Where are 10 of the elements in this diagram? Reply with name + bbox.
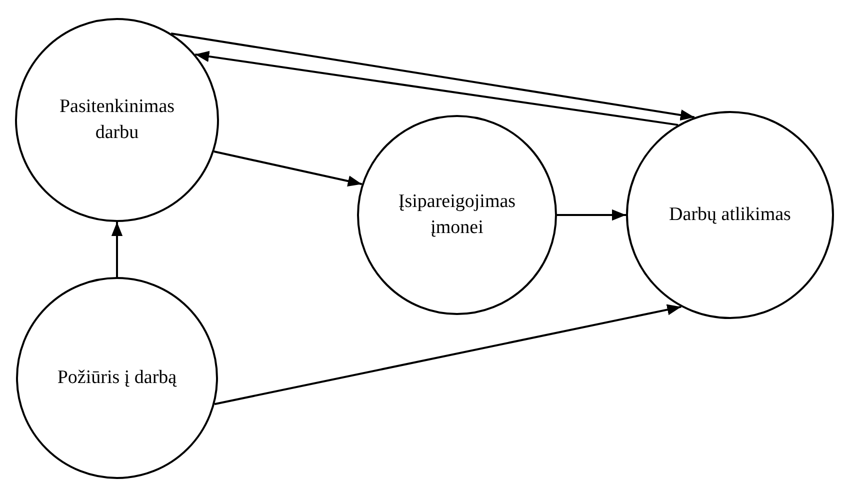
node-label: Pasitenkinimas darbu: [58, 95, 176, 145]
arrow: [214, 304, 682, 406]
arrow: [195, 50, 678, 126]
arrow: [170, 32, 695, 121]
arrow: [557, 209, 626, 221]
arrow: [111, 222, 123, 277]
node-label: Darbų atlikimas: [668, 203, 792, 228]
node-label: Įsipareigojimas įmonei: [397, 190, 517, 240]
arrow: [214, 150, 362, 187]
node-label: Požiūris į darbą: [56, 366, 178, 390]
